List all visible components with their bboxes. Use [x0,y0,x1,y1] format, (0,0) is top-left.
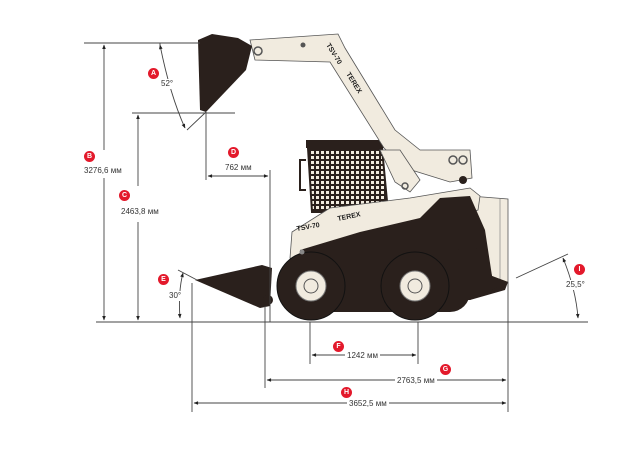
dimension-badge-g: G [440,364,451,375]
dimension-label-d: 762 мм [223,163,254,173]
dimension-badge-i: I [574,264,585,275]
dimension-label-f: 1242 мм [345,351,381,361]
dimension-badge-a: A [148,68,159,79]
cab-roof [306,140,384,148]
dimension-badge-e: E [158,274,169,285]
dimension-label-c: 2463,8 мм [119,207,161,217]
dimension-badge-h: H [341,387,352,398]
arm-link [379,149,421,193]
dimension-label-g: 2763,5 мм [395,376,437,386]
body-brand-badge: TEREX [337,211,362,223]
dimension-badge-c: C [119,190,130,201]
dimension-badge-b: B [84,151,95,162]
dimension-badge-d: D [228,147,239,158]
raised-bucket [198,34,252,112]
dimension-label-h: 3652,5 мм [347,399,389,409]
dimension-badge-f: F [333,341,344,352]
cab-handle [299,159,306,191]
ground-bucket [195,265,272,308]
dimension-label-a: 52° [159,79,176,89]
lift-arm [249,33,473,183]
loader-machine [195,33,509,321]
body-model-badge: TSV-70 [296,222,320,233]
dimension-label-i: 25,5° [564,280,587,290]
dimension-label-b: 3276,6 мм [82,166,124,176]
dimension-label-e: 30° [167,291,184,301]
